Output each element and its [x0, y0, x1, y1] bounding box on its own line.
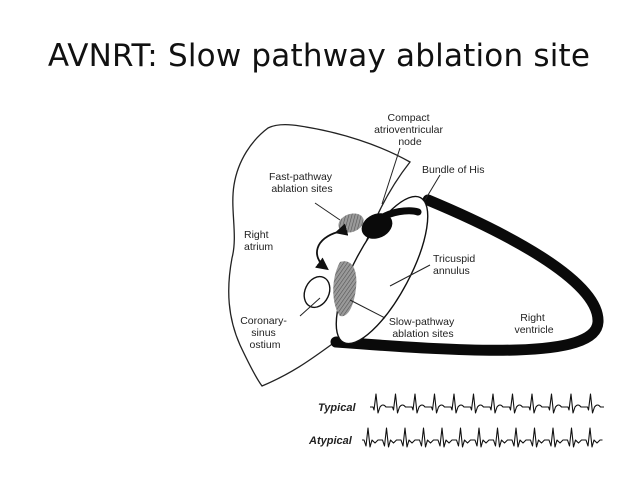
right-atrium-label: Right atrium — [244, 229, 273, 253]
right-ventricle-label: Right ventricle — [514, 312, 553, 336]
tricuspid-annulus-label: Tricuspid annulus — [433, 253, 478, 277]
tricuspid-annulus — [335, 195, 429, 345]
slow-pathway-label: Slow-pathway ablation sites — [389, 316, 457, 340]
ecg-typical-trace — [370, 393, 604, 414]
slide-title: AVNRT: Slow pathway ablation site — [47, 38, 591, 74]
compact-node-label: Compact atrioventricular node — [374, 112, 446, 148]
bundle-of-his — [381, 207, 422, 220]
fast-pathway-label: Fast-pathway ablation sites — [269, 171, 335, 195]
right-ventricle-outline — [330, 194, 604, 356]
coronary-sinus-ostium-label: Coronary- sinus ostium — [240, 315, 290, 351]
leader-lines — [299, 147, 441, 319]
compact-av-node — [361, 213, 393, 239]
bundle-of-his-label: Bundle of His — [422, 164, 484, 176]
ecg-typical-label: Typical — [318, 402, 356, 414]
slow-pathway-ablation-site — [333, 261, 357, 317]
ecg-atypical-trace — [362, 427, 603, 448]
pathway-arrow — [315, 223, 349, 271]
ecg-atypical-label: Atypical — [308, 435, 353, 447]
